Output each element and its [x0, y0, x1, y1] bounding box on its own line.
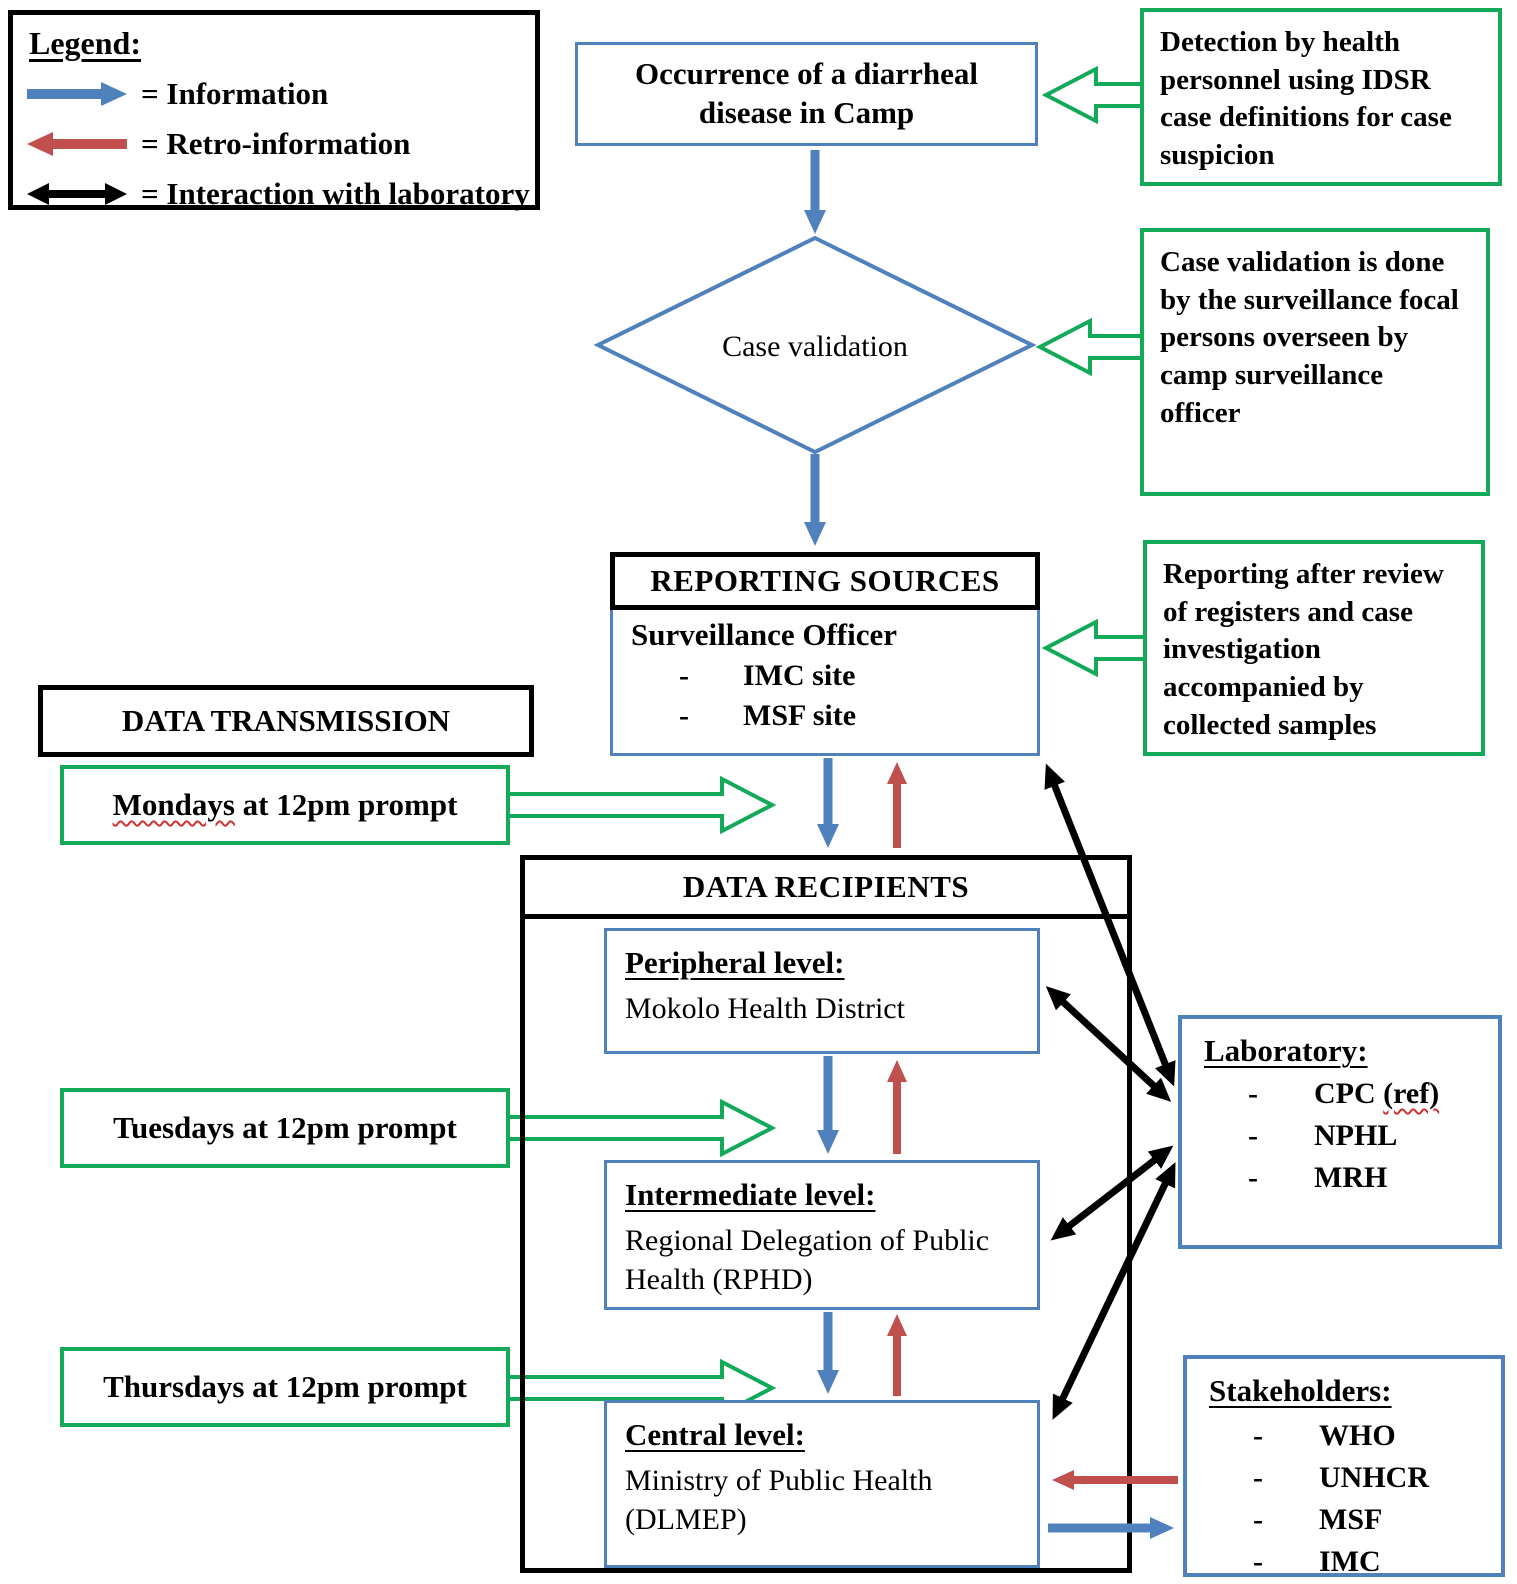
reporting-sources-header: REPORTING SOURCES — [610, 552, 1040, 610]
intermediate-level-box: Intermediate level: Regional Delegation … — [604, 1160, 1040, 1310]
legend-box: Legend: = Information = Retro-informatio… — [8, 10, 540, 212]
legend-item-label: = Interaction with laboratory — [141, 176, 530, 211]
stakeholders-title: Stakeholders: — [1209, 1373, 1392, 1408]
laboratory-item: NPHL — [1248, 1119, 1480, 1153]
reporting-sources-box: Surveillance Officer IMC site MSF site — [610, 606, 1040, 756]
stakeholder-item: IMC — [1253, 1545, 1483, 1579]
level-organization: Mokolo Health District — [625, 992, 905, 1025]
schedule-rest: at 12pm prompt — [234, 787, 458, 822]
reporting-note-arrow-icon — [1041, 618, 1147, 678]
case-validation-label: Case validation — [722, 329, 908, 363]
schedule-rest: at 12pm prompt — [234, 1110, 457, 1145]
level-organization: Ministry of Public Health (DLMEP) — [625, 1464, 933, 1536]
schedule-day: Tuesdays — [113, 1110, 235, 1145]
schedule-day: Mondays — [112, 787, 235, 822]
legend-item-retro-information: = Retro-information — [27, 126, 535, 162]
schedule-thursdays-box: Thursdays at 12pm prompt — [60, 1347, 510, 1427]
retro-information-arrow-icon — [27, 132, 127, 156]
legend-item-label: = Retro-information — [141, 126, 411, 161]
level-organization: Regional Delegation of Public Health (RP… — [625, 1224, 990, 1296]
laboratory-item-cpc: CPC — [1314, 1077, 1384, 1110]
peripheral-level-box: Peripheral level: Mokolo Health District — [604, 928, 1040, 1054]
information-arrow-icon — [27, 82, 127, 106]
level-heading: Peripheral level: — [625, 945, 845, 980]
laboratory-interaction-arrow-icon — [27, 183, 127, 205]
stakeholder-item: WHO — [1253, 1419, 1483, 1453]
stakeholder-item: UNHCR — [1253, 1461, 1483, 1495]
site-item: IMC site — [679, 659, 1037, 693]
data-transmission-title-box: DATA TRANSMISSION — [38, 685, 534, 757]
site-item: MSF site — [679, 699, 1037, 733]
detection-note-arrow-icon — [1041, 65, 1144, 125]
legend-title: Legend: — [29, 25, 141, 61]
case-validation-note-box: Case validation is done by the surveilla… — [1140, 228, 1490, 496]
laboratory-item-ref: (ref) — [1383, 1077, 1440, 1110]
stakeholder-item: MSF — [1253, 1503, 1483, 1537]
laboratory-box: Laboratory: CPC (ref) NPHL MRH — [1178, 1015, 1502, 1249]
schedule-day: Thursdays — [103, 1369, 245, 1404]
laboratory-item: MRH — [1248, 1161, 1480, 1195]
laboratory-title: Laboratory: — [1204, 1033, 1368, 1068]
tuesdays-block-arrow-icon — [503, 1098, 777, 1158]
mondays-block-arrow-icon — [503, 775, 777, 835]
central-level-box: Central level: Ministry of Public Health… — [604, 1400, 1040, 1568]
stakeholders-box: Stakeholders: WHO UNHCR MSF IMC — [1183, 1355, 1505, 1579]
surveillance-officer-label: Surveillance Officer — [631, 617, 897, 652]
schedule-tuesdays-box: Tuesdays at 12pm prompt — [60, 1088, 510, 1168]
schedule-mondays-box: Mondays at 12pm prompt — [60, 765, 510, 845]
legend-item-label: = Information — [141, 76, 329, 111]
level-heading: Intermediate level: — [625, 1177, 876, 1212]
legend-item-laboratory-interaction: = Interaction with laboratory — [27, 176, 535, 212]
legend-item-information: = Information — [27, 76, 535, 112]
case-validation-diamond — [593, 235, 1037, 455]
occurrence-box: Occurrence of a diarrheal disease in Cam… — [575, 42, 1038, 146]
data-recipients-header: DATA RECIPIENTS — [520, 855, 1132, 919]
detection-note-box: Detection by health personnel using IDSR… — [1140, 8, 1502, 186]
reporting-note-box: Reporting after review of registers and … — [1143, 540, 1485, 756]
schedule-rest: at 12pm prompt — [244, 1369, 467, 1404]
level-heading: Central level: — [625, 1417, 805, 1452]
validation-note-arrow-icon — [1035, 317, 1144, 377]
laboratory-item: CPC (ref) — [1248, 1077, 1480, 1111]
